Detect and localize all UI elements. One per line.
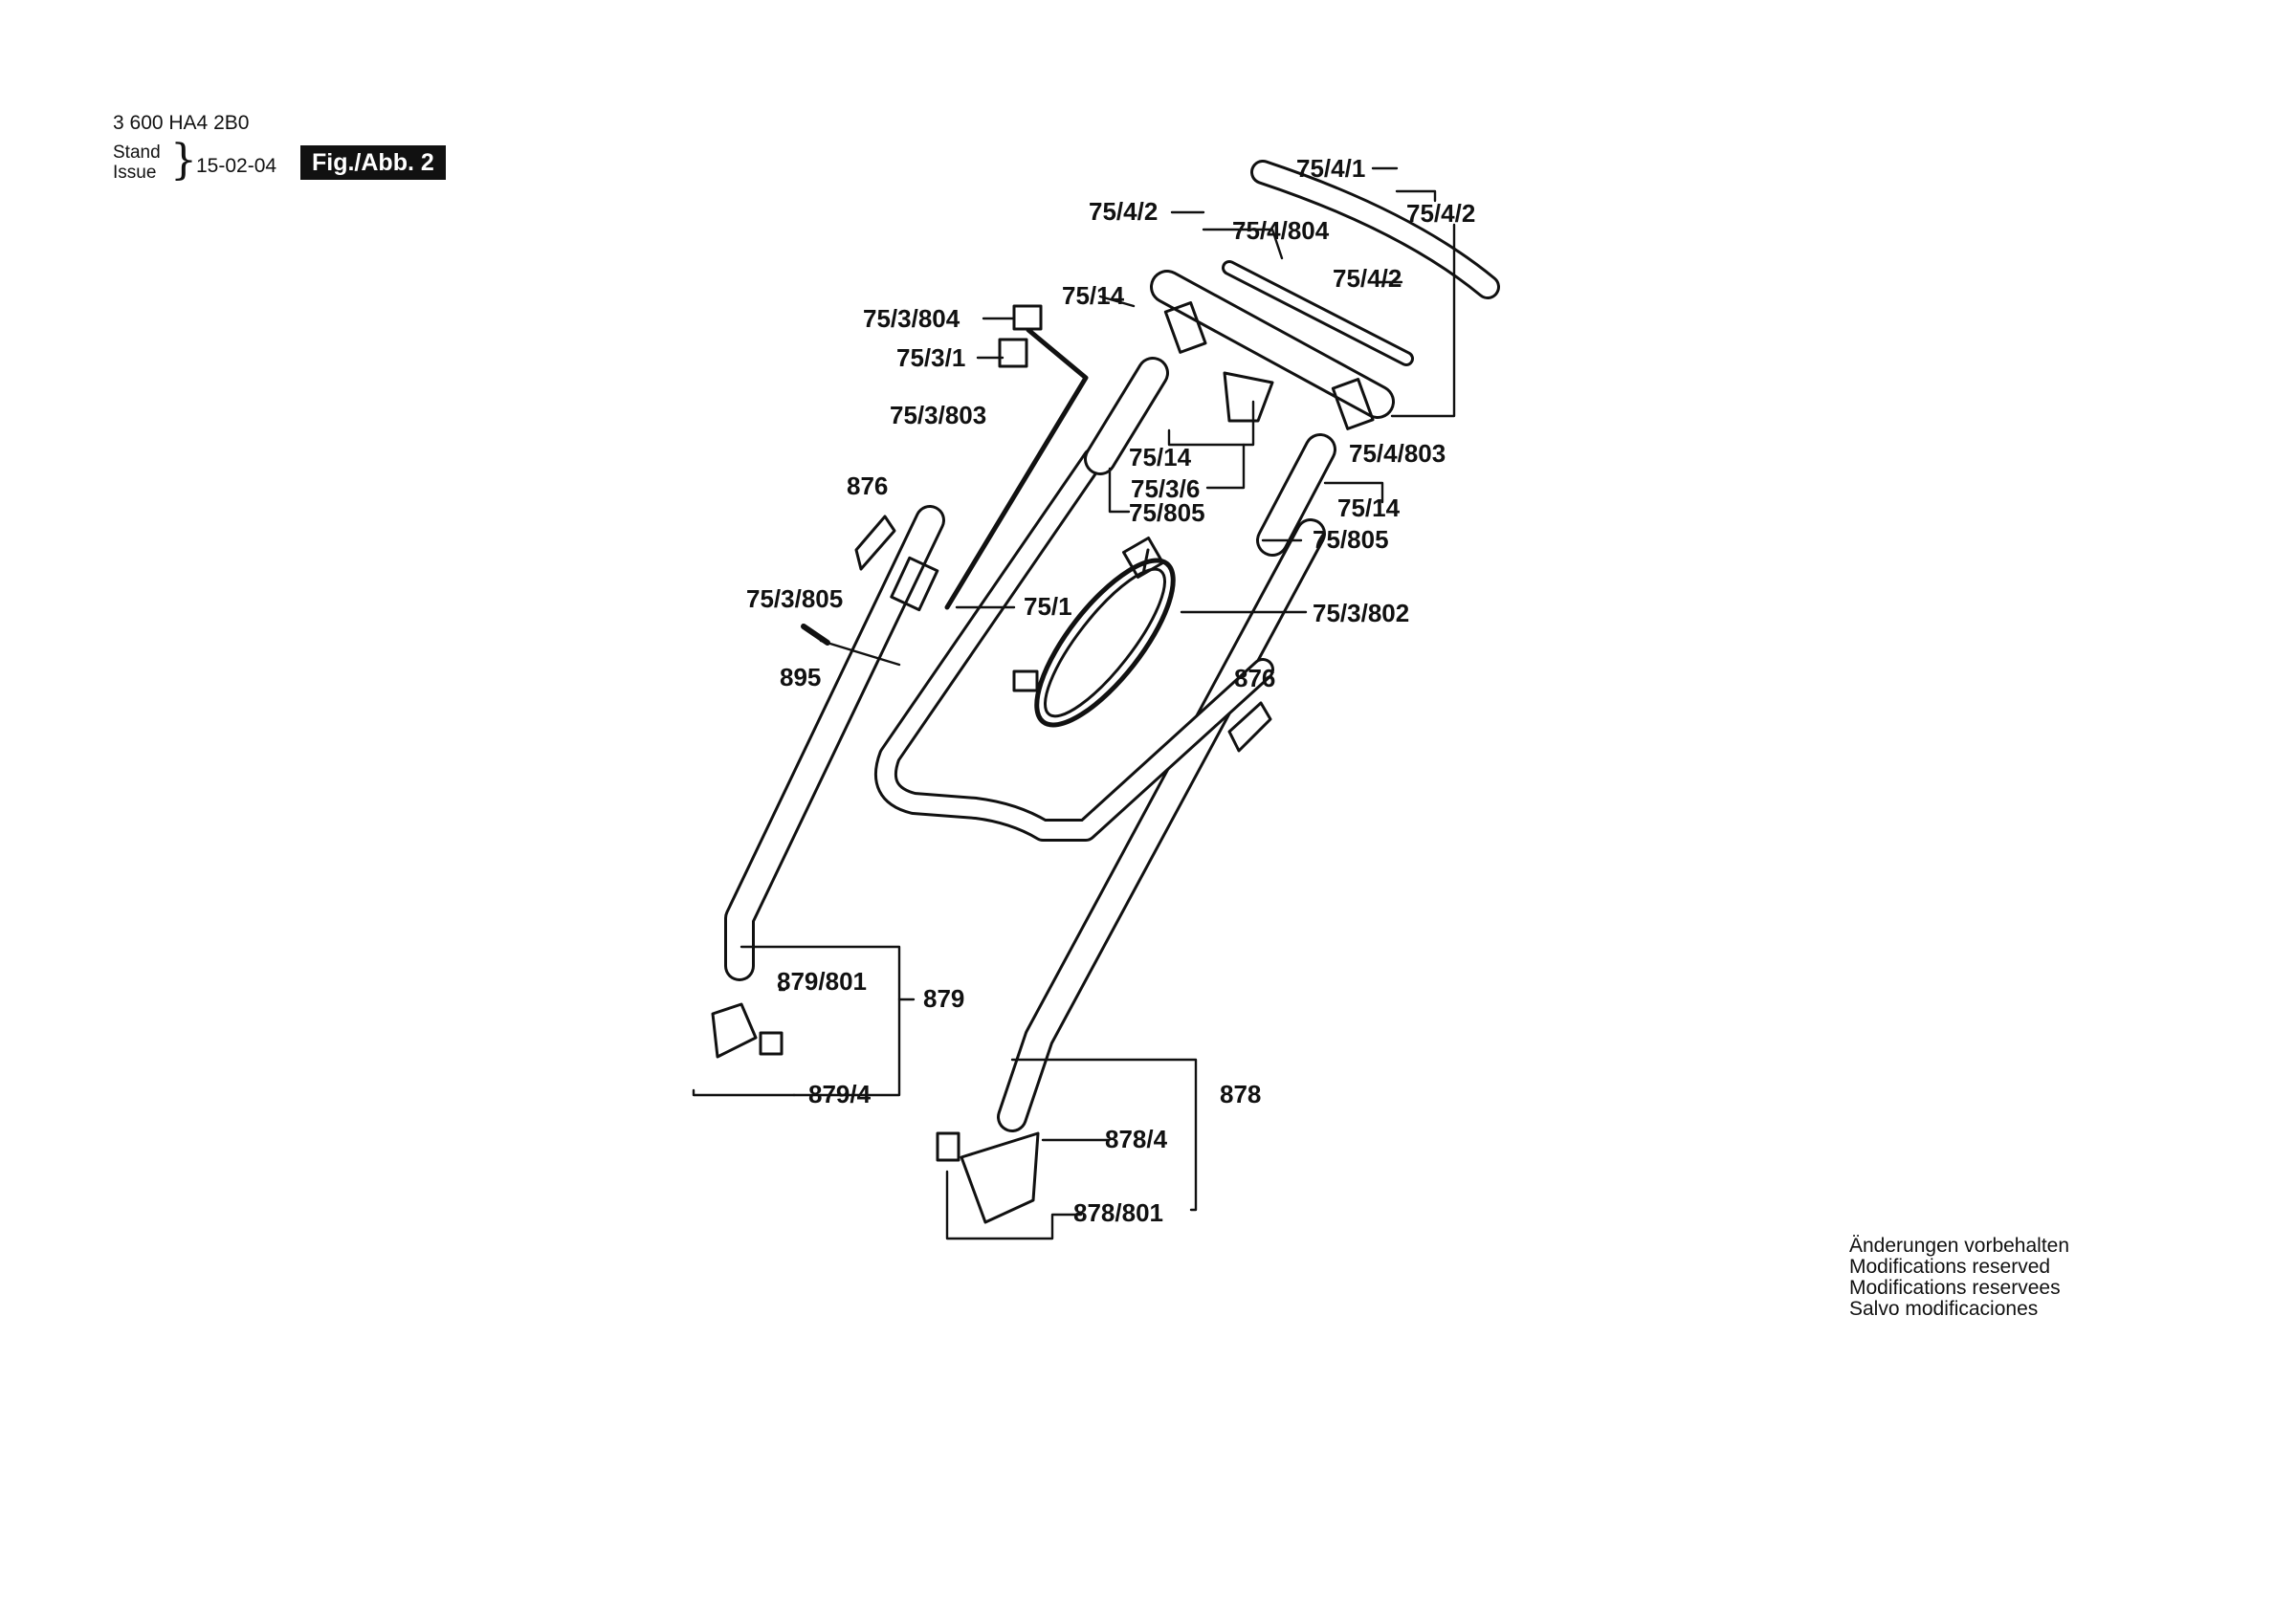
cap-75-3-804 — [1012, 304, 1043, 331]
label-75-805-right: 75/805 — [1313, 525, 1389, 554]
note-es: Salvo modificaciones — [1849, 1298, 2039, 1320]
switch-lever — [1222, 260, 1414, 366]
u-frame — [874, 448, 1274, 842]
modification-notes: Änderungen vorbehalten Modifications res… — [1849, 1236, 2069, 1320]
label-75-3-6: 75/3/6 — [1131, 474, 1200, 503]
label-879: 879 — [923, 984, 964, 1013]
label-878: 878 — [1220, 1080, 1261, 1108]
mount-878 — [960, 1131, 1040, 1224]
label-75-3-1: 75/3/1 — [896, 343, 965, 372]
label-75-4-2-mid: 75/4/2 — [1333, 264, 1402, 293]
label-75-3-802: 75/3/802 — [1313, 599, 1409, 627]
clip-879-4 — [759, 1031, 784, 1056]
label-879-4: 879/4 — [808, 1080, 872, 1108]
bracket-879 — [711, 1002, 758, 1059]
label-878-801: 878/801 — [1073, 1198, 1163, 1227]
upper-tube-right — [1256, 433, 1336, 557]
label-75-805-left: 75/805 — [1129, 498, 1205, 527]
cap-75-3-1 — [998, 338, 1028, 368]
clip-878-801 — [936, 1131, 960, 1162]
label-879-801: 879/801 — [777, 967, 867, 996]
header-brace: } — [170, 136, 197, 185]
note-de: Änderungen vorbehalten — [1849, 1235, 2070, 1257]
label-75-4-1: 75/4/1 — [1296, 154, 1365, 183]
top-grip — [1250, 160, 1500, 299]
label-75-3-805: 75/3/805 — [746, 584, 843, 613]
stand-label: Stand — [113, 143, 161, 163]
label-75-14-top: 75/14 — [1062, 281, 1125, 310]
label-75-1: 75/1 — [1024, 592, 1072, 621]
note-en: Modifications reserved — [1849, 1256, 2051, 1278]
note-fr: Modifications reservees — [1849, 1277, 2061, 1299]
label-75-4-2-top: 75/4/2 — [1406, 199, 1475, 228]
knob-right — [1227, 701, 1272, 753]
issue-label: Issue — [113, 163, 157, 183]
switch-cable — [944, 327, 1089, 610]
label-75-4-2-left: 75/4/2 — [1089, 197, 1158, 226]
label-75-14-right: 75/14 — [1337, 493, 1401, 522]
part-number: 3 600 HA4 2B0 — [113, 112, 250, 134]
cable-clamp — [890, 556, 939, 612]
label-75-3-803: 75/3/803 — [890, 401, 986, 429]
handle-bracket — [1150, 270, 1395, 430]
label-75-4-804: 75/4/804 — [1232, 216, 1330, 245]
pin-895 — [801, 624, 830, 646]
label-876-left: 876 — [847, 472, 888, 500]
cable-holder — [1223, 371, 1274, 423]
power-cable-loop — [1012, 537, 1176, 728]
label-75-4-803: 75/4/803 — [1349, 439, 1446, 468]
left-handle-bar — [724, 505, 945, 981]
label-895: 895 — [780, 663, 821, 691]
figure-badge: Fig./Abb. 2 — [300, 145, 446, 180]
label-878-4: 878/4 — [1105, 1125, 1168, 1153]
label-876-right: 876 — [1234, 664, 1275, 692]
knob-left — [854, 515, 896, 571]
upper-tube-left — [1084, 357, 1169, 475]
label-75-14-mid: 75/14 — [1129, 443, 1192, 472]
issue-date: 15-02-04 — [196, 155, 277, 177]
label-75-3-804: 75/3/804 — [863, 304, 960, 333]
